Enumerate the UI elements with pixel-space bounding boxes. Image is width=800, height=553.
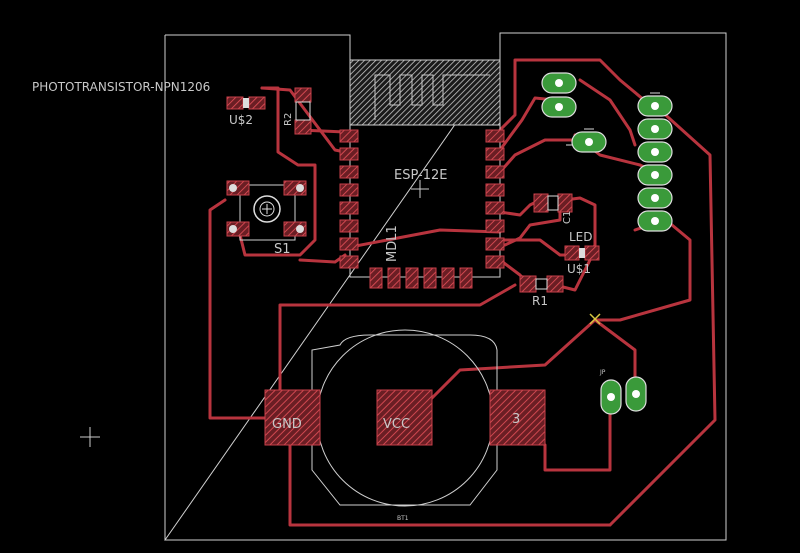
header-6pin[interactable] [637, 92, 673, 232]
led-u1-component[interactable]: LED U$1 [564, 230, 600, 276]
battery-holder[interactable]: GND VCC 3 BT1 [264, 329, 546, 522]
r1-ref-label: R1 [532, 294, 548, 308]
esp-origin-cross [411, 180, 429, 198]
s1-switch[interactable]: S1 [226, 180, 307, 257]
esp-module[interactable]: ESP-12E MDL1 [339, 124, 505, 289]
s1-button-outer [253, 195, 281, 223]
board-outline [164, 32, 727, 541]
r2-component[interactable]: R2 [283, 87, 312, 135]
esp-module-outline [349, 124, 501, 278]
esp-module-ref-label: MDL1 [385, 225, 400, 262]
c1-component[interactable]: C1 [533, 193, 573, 224]
s1-ref-label: S1 [274, 242, 291, 257]
battery-holder-outline [311, 334, 498, 506]
led-value-label: LED [569, 230, 593, 244]
s1-button-inner [259, 201, 275, 217]
battery-ref-label: BT1 [397, 515, 409, 522]
esp-module-label: ESP-12E [394, 168, 447, 183]
s1-outline [239, 184, 296, 241]
header-2pin-top[interactable] [541, 72, 577, 118]
r2-ref-label: R2 [283, 113, 294, 126]
u2-ref-label: U$2 [229, 113, 253, 127]
antenna-trace [374, 74, 490, 120]
origin-crosshair [80, 427, 100, 447]
r1-component[interactable]: R1 [519, 275, 564, 308]
u2-component[interactable]: U$2 [226, 96, 266, 127]
pad-gnd-label: GND [272, 417, 302, 432]
jumper-2pin[interactable]: JP [599, 369, 647, 415]
jumper-ref-label: JP [599, 369, 606, 376]
c1-ref-label: C1 [562, 211, 573, 224]
u1-ref-label: U$1 [567, 262, 591, 276]
antenna-keepout [349, 59, 501, 126]
pad-vcc-label: VCC [383, 417, 410, 432]
part-title: PHOTOTRANSISTOR-NPN1206 [32, 80, 210, 94]
junction-marker [589, 313, 601, 325]
pad-3-label: 3 [512, 412, 520, 427]
header-2pin-mid[interactable] [566, 128, 607, 153]
